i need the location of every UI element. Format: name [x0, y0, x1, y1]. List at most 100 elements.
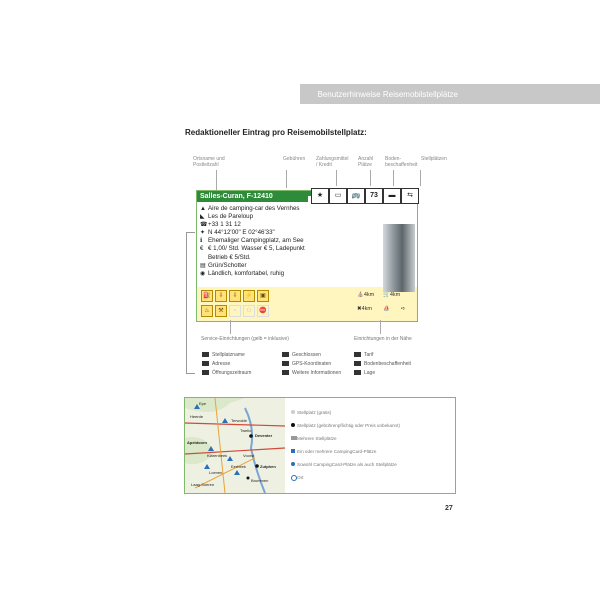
- label-anzahl: Anzahl Plätze: [358, 156, 374, 168]
- entry-line: Ländlich, komfortabel, ruhig: [208, 269, 285, 277]
- nearby-distance: 4km: [361, 306, 372, 312]
- services-caption: Service-Einrichtungen (gelb = inklusive): [201, 336, 289, 342]
- legend-item: Weitere Informationen: [292, 370, 342, 376]
- ground-type-icon: [354, 361, 361, 367]
- label-zahlung: Zahlungsmittel / Kredit: [316, 156, 349, 168]
- service-icon: ⚇: [243, 305, 255, 317]
- entry-title: Salles-Curan, F-12410: [197, 191, 308, 202]
- service-icon: ⚒: [215, 305, 227, 317]
- map-legend-item: Ein oder mehrere CampingCard-Plätze: [297, 449, 377, 454]
- entry-line: Les de Pareloup: [208, 213, 254, 221]
- arrow-icon: ➪: [401, 306, 406, 312]
- pitch-icon: ⇆: [401, 188, 419, 204]
- map-label: Voorst: [243, 453, 255, 458]
- info-icon: ℹ: [200, 238, 203, 245]
- marker-triangle: [194, 404, 200, 409]
- gps-icon: ✦: [200, 230, 206, 237]
- label-ortsname: Ortsname und Postleitzahl: [193, 156, 225, 168]
- legend-bracket: [186, 232, 195, 374]
- legend-item: Tarif: [364, 352, 374, 358]
- header-title-wrap: Benutzerhinweise Reisemobilstellplätze: [300, 84, 458, 104]
- closed-icon: [282, 352, 289, 358]
- star-icon: ★: [311, 188, 329, 204]
- entry-line: € 1,00/ Std. Wasser € 5, Ladepunkt: [208, 245, 305, 253]
- tariff-icon: [354, 352, 361, 358]
- road: [185, 447, 285, 455]
- name-icon: [202, 352, 209, 358]
- map-legend-item: Ort: [297, 475, 304, 480]
- map-label: Brummen: [251, 478, 269, 483]
- legend-item: Öffnungszeitraum: [212, 370, 252, 376]
- entry-lines: ▲Aire de camping-car des Vernhes ◣Les de…: [200, 205, 305, 278]
- map-label: Terwolde: [231, 418, 248, 423]
- map-legend-item: Stellplatz (gratis): [297, 410, 332, 415]
- legend-item: Bodenbeschaffenheit: [364, 361, 411, 367]
- nearby-caption: Einrichtungen in der Nähe: [354, 336, 412, 342]
- service-icon: ♨: [201, 305, 213, 317]
- multiple-marker-icon: [291, 436, 297, 440]
- entry-line: Betrieb € 5/Std.: [208, 253, 251, 261]
- entry-card: Salles-Curan, F-12410 ★ ▭ 🚌 73 ▬ ⇆ ▲Aire…: [196, 188, 419, 322]
- service-icon: ⛔: [257, 305, 269, 317]
- campingcard-marker-icon: [291, 449, 295, 453]
- map: Epe Heerde Terwolde Twello Deventer Apel…: [185, 398, 285, 493]
- marker-triangle: [204, 464, 210, 469]
- legend-item: Lage: [364, 370, 376, 376]
- connector-line: [420, 170, 421, 186]
- marker-triangle: [227, 456, 233, 461]
- road: [214, 398, 226, 493]
- map-label: Epe: [199, 401, 207, 406]
- service-icon: ⛽: [201, 290, 213, 302]
- service-icon: ⇩: [229, 290, 241, 302]
- map-label: Klarenbeek: [207, 453, 228, 458]
- nearby-distance: 4km: [389, 292, 401, 298]
- section-title: Redaktioneller Eintrag pro Reisemobilste…: [185, 128, 367, 137]
- connector-line: [216, 170, 217, 190]
- ground-type-icon: ▤: [200, 262, 206, 269]
- label-boden: Boden-beschaffenheit: [385, 156, 418, 168]
- map-graphic: [185, 398, 285, 493]
- service-icon: ⚡: [243, 290, 255, 302]
- page-number: 27: [445, 505, 453, 512]
- card-icon: ▭: [329, 188, 347, 204]
- gps-icon: [282, 361, 289, 367]
- map-label: Zutphen: [260, 464, 276, 469]
- nearby-distance: 4km: [363, 292, 375, 298]
- road: [185, 422, 285, 427]
- church-icon: ⛪: [357, 292, 364, 298]
- shop-icon: 🛒: [383, 292, 390, 298]
- tariff-icon: €: [200, 246, 204, 253]
- service-icon: ▫: [229, 305, 241, 317]
- header-title: Benutzerhinweise Reisemobilstellplätze: [317, 89, 458, 99]
- connector-line: [370, 170, 371, 186]
- map-label: Loenen: [209, 470, 223, 475]
- marker-triangle: [234, 470, 240, 475]
- location-icon: ◉: [200, 270, 206, 277]
- map-label: Twello: [240, 428, 252, 433]
- map-label: Heerde: [190, 414, 204, 419]
- entry-line: Grün/Schotter: [208, 261, 247, 269]
- legend-item: Adresse: [212, 361, 231, 367]
- river: [244, 407, 266, 493]
- road: [194, 457, 256, 489]
- bus-icon: 🚌: [347, 188, 365, 204]
- map-label: Eerbeek: [231, 464, 246, 469]
- forest-area: [185, 437, 215, 465]
- address-icon: ◣: [200, 214, 205, 221]
- map-label: Apeldoorn: [187, 440, 207, 445]
- map-legend-item: Stellplatz (gebührenpflichtig oder Preis…: [297, 423, 400, 428]
- service-icon: ⇩: [215, 290, 227, 302]
- label-gebuehren: Gebühren: [283, 156, 306, 162]
- ground-icon: ▬: [383, 188, 401, 204]
- connector-line: [336, 170, 337, 186]
- service-icon: ▣: [257, 290, 269, 302]
- marker-triangle: [222, 418, 228, 423]
- map-legend: Stellplatz (gratis) Stellplatz (gebühren…: [289, 398, 449, 493]
- connector-line: [230, 320, 231, 334]
- services-area: ⛽ ⇩ ⇩ ⚡ ▣ ♨ ⚒ ▫ ⚇ ⛔ ⛪4km 🛒4km ✖4km ⛵ ➪: [197, 287, 417, 321]
- legend-item: GPS-Koordinaten: [292, 361, 332, 367]
- legend-item: Geschlossen: [292, 352, 321, 358]
- address-icon: [202, 361, 209, 367]
- map-box: Epe Heerde Terwolde Twello Deventer Apel…: [184, 397, 456, 494]
- connector-line: [393, 170, 394, 186]
